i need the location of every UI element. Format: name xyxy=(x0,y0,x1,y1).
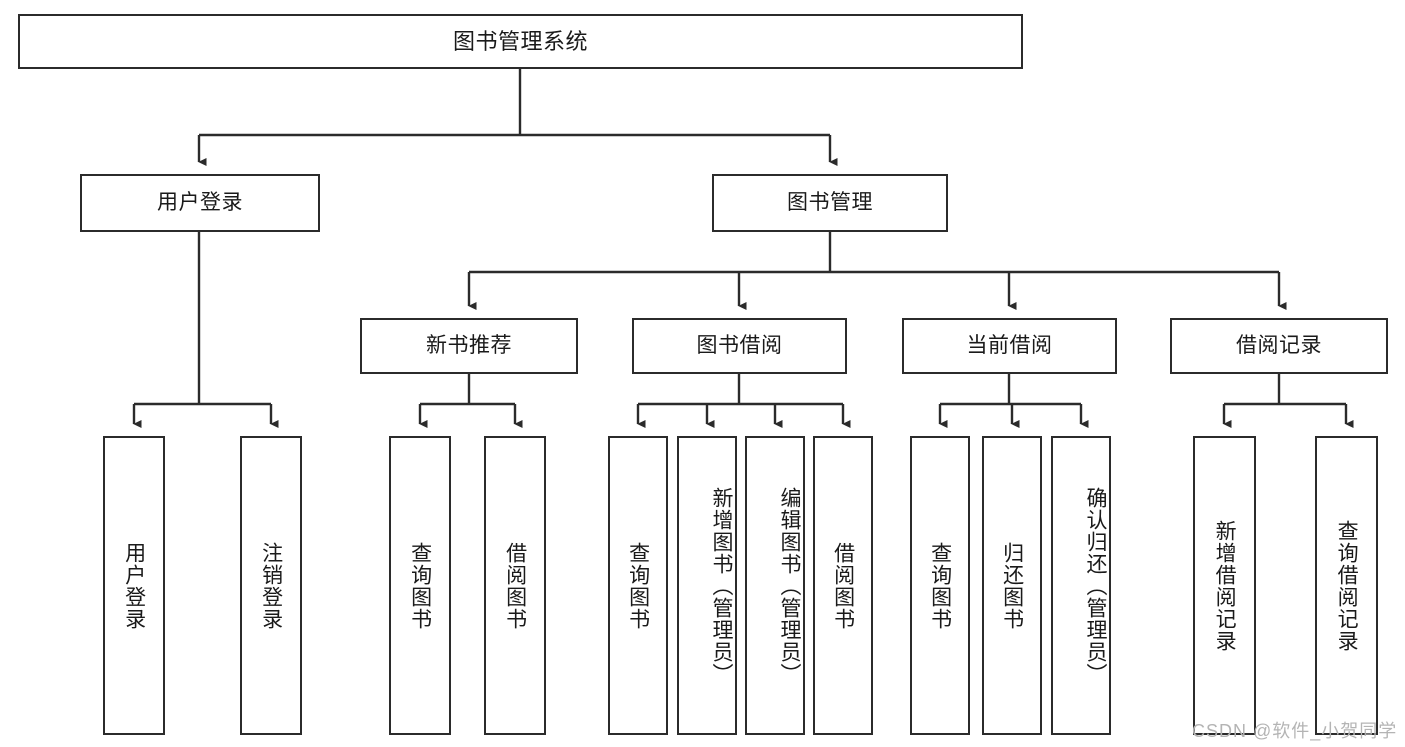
node-leaf-edit-book[interactable]: 编辑图书（管理员） xyxy=(745,436,805,735)
node-label: 用户登录 xyxy=(157,190,243,214)
node-leaf-logout[interactable]: 注销登录 xyxy=(240,436,302,735)
edges-newbook-to-leaves xyxy=(418,374,523,429)
node-leaf-query-book-1[interactable]: 查询图书 xyxy=(389,436,451,735)
node-label: 用户登录 xyxy=(122,541,146,630)
node-leaf-query-book-2[interactable]: 查询图书 xyxy=(608,436,668,735)
node-user-login[interactable]: 用户登录 xyxy=(80,174,320,232)
node-label: 借阅图书 xyxy=(831,541,855,630)
node-label: 编辑图书（管理员） xyxy=(778,486,801,685)
node-leaf-add-record[interactable]: 新增借阅记录 xyxy=(1193,436,1256,735)
node-label: 确认归还（管理员） xyxy=(1084,486,1107,685)
node-label: 归还图书 xyxy=(1000,541,1024,630)
node-label: 借阅记录 xyxy=(1236,333,1322,357)
node-label: 查询图书 xyxy=(408,541,432,630)
edges-root-to-level1 xyxy=(197,69,838,167)
node-borrow-record[interactable]: 借阅记录 xyxy=(1170,318,1388,374)
node-book-borrow[interactable]: 图书借阅 xyxy=(632,318,847,374)
node-new-book-recommend[interactable]: 新书推荐 xyxy=(360,318,578,374)
node-leaf-borrow-book-1[interactable]: 借阅图书 xyxy=(484,436,546,735)
node-label: 新增借阅记录 xyxy=(1213,519,1237,652)
edges-bookmanage-to-level2 xyxy=(467,232,1287,311)
node-leaf-borrow-book-2[interactable]: 借阅图书 xyxy=(813,436,873,735)
node-label: 图书管理系统 xyxy=(452,28,588,54)
node-book-manage[interactable]: 图书管理 xyxy=(712,174,948,232)
node-label: 新书推荐 xyxy=(426,333,512,357)
node-leaf-add-book[interactable]: 新增图书（管理员） xyxy=(677,436,737,735)
node-current-borrow[interactable]: 当前借阅 xyxy=(902,318,1117,374)
edges-userlogin-to-leaves xyxy=(132,232,279,429)
node-label: 新增图书（管理员） xyxy=(710,486,733,685)
csdn-watermark: CSDN @软件_小贺同学 xyxy=(1192,721,1398,741)
node-leaf-confirm-return[interactable]: 确认归还（管理员） xyxy=(1051,436,1111,735)
edges-borrowrecord-to-leaves xyxy=(1222,374,1354,429)
node-root-system[interactable]: 图书管理系统 xyxy=(18,14,1023,69)
node-label: 查询图书 xyxy=(928,541,952,630)
node-label: 查询图书 xyxy=(626,541,650,630)
node-leaf-return-book[interactable]: 归还图书 xyxy=(982,436,1042,735)
node-leaf-user-login[interactable]: 用户登录 xyxy=(103,436,165,735)
node-label: 借阅图书 xyxy=(503,541,527,630)
node-label: 图书借阅 xyxy=(696,333,783,357)
node-label: 图书管理 xyxy=(787,190,873,214)
node-leaf-query-book-3[interactable]: 查询图书 xyxy=(910,436,970,735)
node-label: 当前借阅 xyxy=(966,333,1053,357)
node-leaf-query-record[interactable]: 查询借阅记录 xyxy=(1315,436,1378,735)
node-label: 查询借阅记录 xyxy=(1335,519,1359,652)
edges-currentborrow-to-leaves xyxy=(938,374,1089,429)
node-label: 注销登录 xyxy=(259,541,283,630)
edges-bookborrow-to-leaves xyxy=(636,374,851,429)
